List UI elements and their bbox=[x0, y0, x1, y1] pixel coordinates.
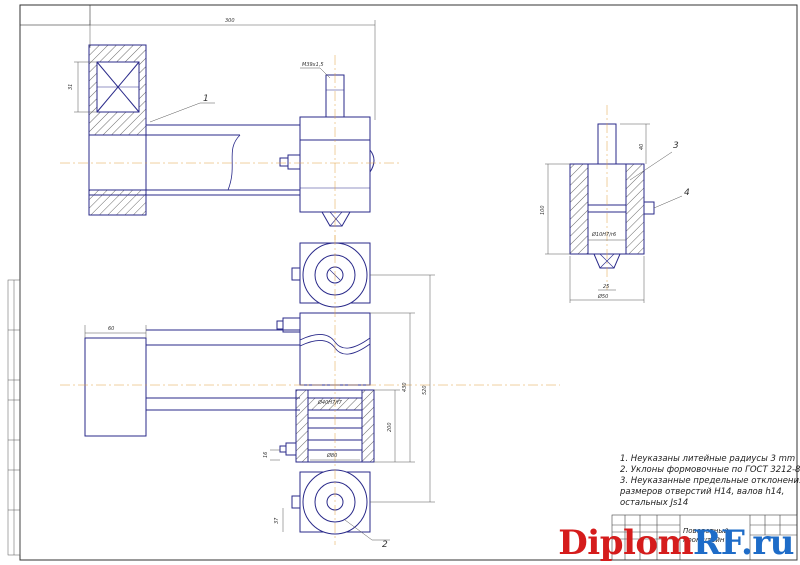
top-left-box bbox=[19, 4, 91, 26]
front-view bbox=[60, 235, 560, 545]
handle-body bbox=[84, 337, 147, 437]
dim-300: 300 bbox=[225, 18, 235, 24]
dim-520: 520 bbox=[422, 385, 428, 395]
dim-25: 25 bbox=[603, 284, 609, 290]
callout-4: 4 bbox=[684, 188, 690, 198]
dim-phi80: Ø80 bbox=[326, 452, 337, 459]
front-dims bbox=[84, 274, 435, 541]
dim-thread: M39х1,5 bbox=[302, 62, 324, 68]
dim-16: 16 bbox=[263, 452, 269, 458]
dim-40: 40 bbox=[639, 144, 645, 150]
left-margin-stamp bbox=[7, 279, 21, 556]
dim-60: 60 bbox=[108, 326, 114, 332]
dim-200: 200 bbox=[387, 422, 393, 432]
watermark-logo: DiplomRF.ru bbox=[558, 523, 794, 563]
watermark-part-2: RF.ru bbox=[693, 523, 794, 563]
technical-notes: 1. Неуказаны литейные радиусы 3 mm 2. Ук… bbox=[619, 454, 800, 508]
note-line-4: размеров отверстий H14, валов h14, bbox=[619, 487, 784, 497]
note-line-2: 2. Уклоны формовочные по ГОСТ 3212-80 bbox=[620, 465, 800, 475]
title-name-line-1: Поворотный bbox=[683, 527, 729, 535]
dim-430: 430 bbox=[402, 382, 408, 392]
dim-phi10-fit: Ø10H7/r6 bbox=[591, 231, 616, 238]
side-section bbox=[569, 105, 655, 290]
dim-100: 100 bbox=[540, 205, 546, 215]
callout-2: 2 bbox=[382, 540, 388, 550]
callout-1: 1 bbox=[203, 94, 209, 104]
note-line-1: 1. Неуказаны литейные радиусы 3 mm bbox=[620, 454, 795, 464]
hub-bottom-section bbox=[88, 189, 147, 216]
dim-phi40-fit: Ø40H7/f7 bbox=[317, 399, 343, 406]
dim-37: 37 bbox=[274, 517, 280, 524]
top-view bbox=[60, 44, 400, 240]
note-line-3: 3. Неуказанные предельные отклонения bbox=[620, 476, 800, 486]
side-dims bbox=[545, 123, 683, 303]
title-name-line-2: кронштейн bbox=[683, 536, 725, 544]
callout-3: 3 bbox=[673, 141, 679, 151]
title-block bbox=[611, 514, 798, 561]
dim-31: 31 bbox=[68, 84, 74, 90]
top-dims bbox=[74, 20, 376, 123]
watermark-part-1: Diplom bbox=[558, 523, 694, 563]
dim-phi50: Ø50 bbox=[597, 293, 608, 300]
note-line-5: остальных Js14 bbox=[620, 498, 688, 508]
